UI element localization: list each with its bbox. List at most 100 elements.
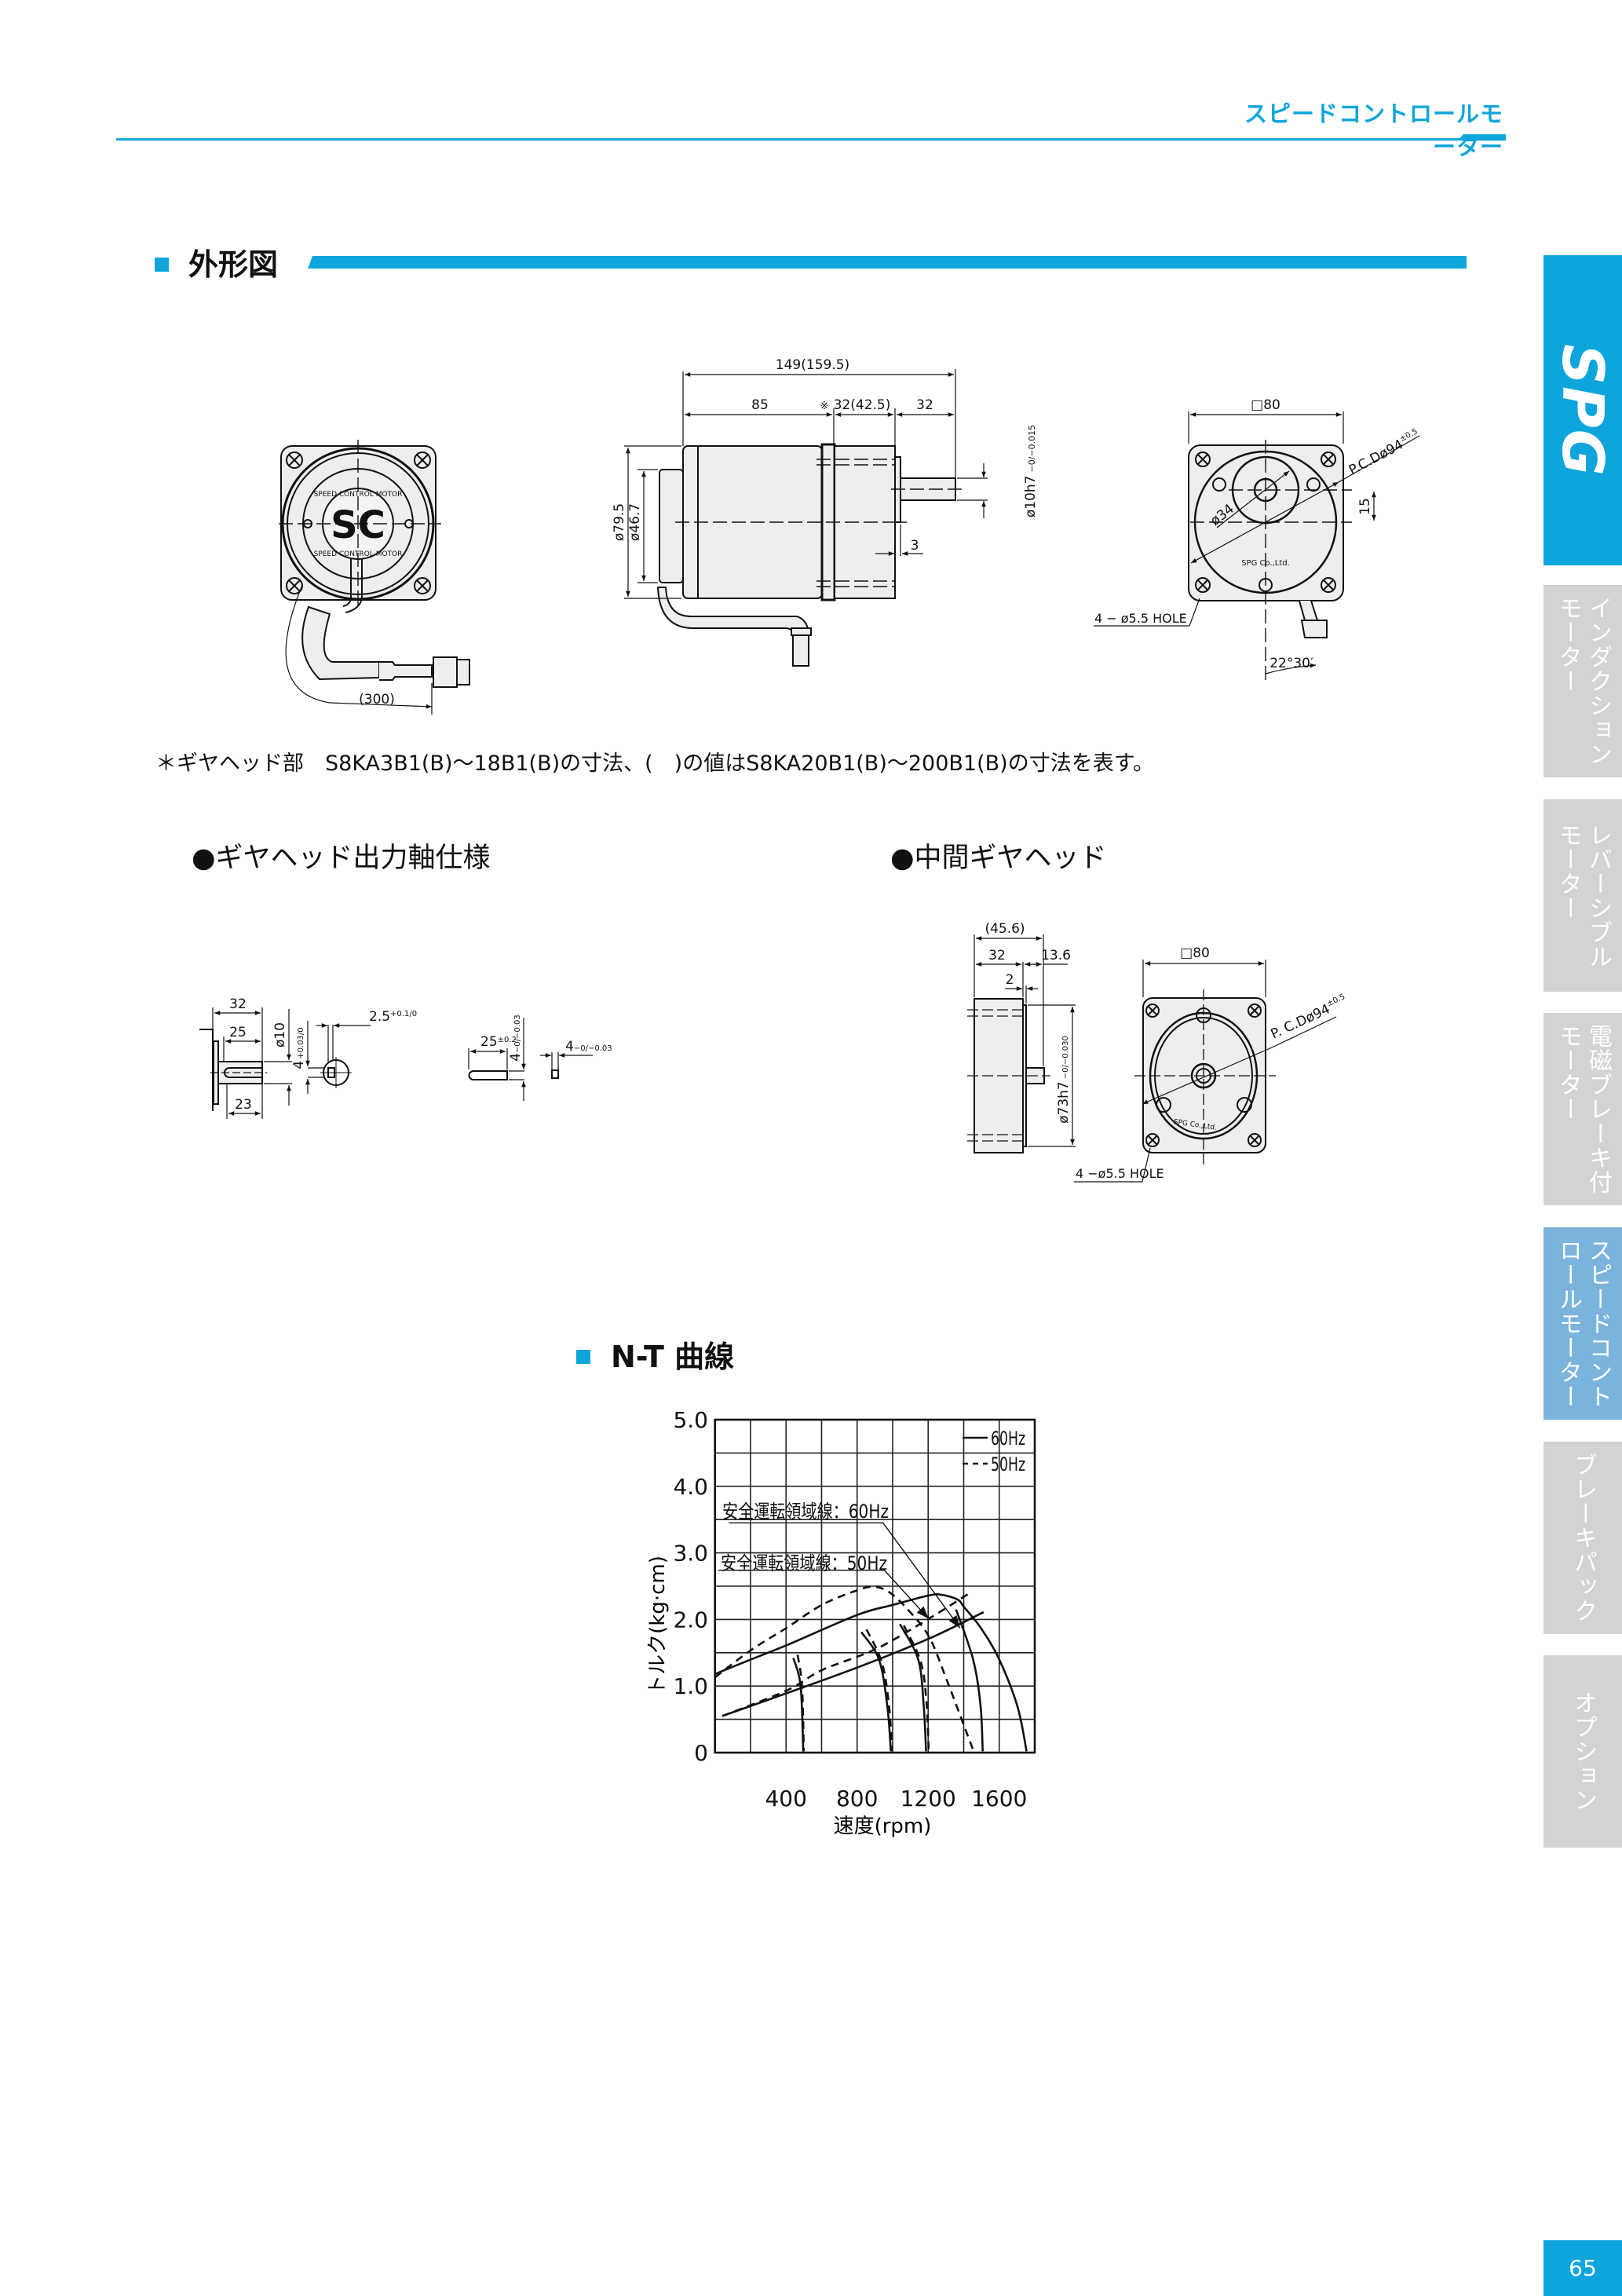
section-title-nt-curve: N-T 曲線 [611, 1340, 735, 1374]
dim-square: □80 [1251, 397, 1280, 413]
dim-step: 3 [911, 538, 919, 554]
section-bar [308, 256, 1467, 269]
holes-label: 4 − ø5.5 HOLE [1094, 611, 1187, 626]
dim-slot: 4+0.03/0 [291, 1027, 307, 1069]
dimension-note: ＊ギヤヘッド部 S8KA3B1(B)～18B1(B)の寸法、( )の値はS8KA… [155, 751, 1154, 776]
dim-ig-flange: 2 [1006, 972, 1014, 988]
dim-shaft-dia: ø10 [272, 1022, 288, 1047]
y-tick-label: 3.0 [673, 1541, 708, 1567]
key-length-tolerance: ±0.2 [498, 1036, 517, 1044]
series-line-60hz [792, 1658, 805, 1752]
page-number: 65 [1543, 2240, 1622, 2296]
dim-key-width: 4−0/−0.03 [565, 1039, 612, 1055]
series-line-50hz [714, 1585, 975, 1752]
series-line-50hz [796, 1654, 806, 1752]
plot-frame [714, 1418, 1036, 1754]
side-tab-induction-motor[interactable]: インダクション モーター [1543, 585, 1622, 777]
brand-label: SPG Co.,Ltd. [1241, 559, 1290, 568]
shaft-dia-value: ø10h7 [1023, 476, 1039, 518]
dim-shaft-total: 32 [229, 996, 247, 1012]
y-axis-label: トルク(kg·cm) [646, 1556, 670, 1695]
dim-overall: 149(159.5) [776, 357, 849, 373]
pcd-value: P.C.Dø94 [1346, 437, 1406, 478]
depth-value: 2.5 [369, 1009, 390, 1025]
section-title-intermediate-gearhead: ●中間ギヤヘッド [890, 843, 1107, 874]
dim-key-height: 4−0/−0.03 [508, 1015, 524, 1062]
ig-holes-label: 4 −ø5.5 HOLE [1076, 1166, 1164, 1181]
output-shaft-drawing [199, 1007, 371, 1119]
side-tab-label: 電磁ブレーキ付 モーター [1554, 1024, 1612, 1194]
series-line-60hz [860, 1631, 893, 1752]
dim-shaft-dia: ø10h7 −0/−0.015 [1023, 425, 1039, 517]
series-line-60hz [721, 1610, 985, 1717]
dim-shaft: 32 [916, 397, 933, 413]
x-tick-label: 1600 [971, 1786, 1027, 1812]
pilot-tolerance: −0/−0.030 [1061, 1036, 1070, 1079]
y-tick-label: 5.0 [673, 1407, 708, 1433]
side-tab-options[interactable]: オプション [1543, 1655, 1622, 1848]
key-height-tolerance: −0/−0.03 [513, 1015, 522, 1053]
side-tab-label: ブレーキパック [1569, 1453, 1597, 1623]
intermediate-gearhead-side-view [967, 934, 1076, 1153]
section-marker [576, 1350, 590, 1364]
annotation-arrowhead [916, 1606, 929, 1619]
dim-key-length: 25±0.2 [480, 1034, 517, 1050]
depth-tolerance: +0.1/0 [390, 1010, 417, 1018]
dim-offset: 15 [1357, 498, 1373, 515]
section-title-shaft-spec: ●ギヤヘッド出力軸仕様 [192, 843, 491, 874]
motor-back-view [279, 440, 470, 715]
header-rule-tab [1457, 134, 1506, 141]
key-drawing [468, 1018, 593, 1101]
side-tab-brake-motor[interactable]: 電磁ブレーキ付 モーター [1543, 1013, 1622, 1205]
dim-gearhead: 32(42.5) [834, 397, 891, 413]
x-tick-label: 400 [765, 1786, 806, 1812]
dim-ig-boss: 13.6 [1041, 948, 1071, 963]
sc-logo: SC [331, 503, 385, 547]
side-tab-spg[interactable]: SPG [1543, 255, 1622, 565]
dim-ig-pilot: ø73h7 −0/−0.030 [1056, 1036, 1072, 1124]
x-tick-label: 800 [836, 1786, 878, 1812]
dim-pcd: P.C.Dø94±0.5 [1346, 427, 1423, 478]
dim-ig-square: □80 [1180, 945, 1210, 961]
ring-text-bottom: SPEED CONTROL MOTOR [314, 550, 403, 558]
side-tab-speed-control-motor[interactable]: スピードコント ロールモーター [1543, 1227, 1622, 1420]
series-line-60hz [899, 1623, 927, 1752]
cable-angle-label: 22°30′ [1269, 656, 1313, 671]
annotation-label: 安全運転領域線：60Hz [722, 1501, 889, 1523]
annotation-leader [729, 1522, 961, 1629]
intermediate-gearhead-front-view [1074, 960, 1337, 1183]
x-tick-label: 1200 [901, 1786, 956, 1812]
side-tab-reversible-motor[interactable]: レバーシブル モーター [1543, 799, 1622, 992]
x-axis-label: 速度(rpm) [834, 1815, 932, 1838]
series-line-50hz [865, 1629, 893, 1752]
dim-slot-depth: 2.5+0.1/0 [369, 1009, 417, 1025]
annotation-label: 安全運転領域線：50Hz [721, 1552, 887, 1574]
annotation-leader [718, 1569, 930, 1620]
dim-motor: 85 [751, 397, 769, 413]
motor-side-view [624, 369, 988, 667]
y-tick-label: 2.0 [673, 1607, 708, 1632]
key-length-value: 25 [480, 1034, 498, 1050]
side-tab-brake-pack[interactable]: ブレーキパック [1543, 1442, 1622, 1634]
pilot-dia-value: ø73h7 [1056, 1081, 1072, 1124]
ig-pcd-value: P. C.Dø94 [1269, 1001, 1333, 1042]
legend-label-60hz: 60Hz [991, 1428, 1025, 1450]
slot-value: 4 [291, 1061, 307, 1069]
annotation-arrowhead [948, 1614, 960, 1629]
cable-length-label: (300) [359, 692, 395, 707]
section-marker [155, 258, 169, 272]
side-tab-label: インダクション モーター [1554, 596, 1612, 766]
key-width-tolerance: −0/−0.03 [574, 1044, 612, 1053]
dim-shaft-key-length: 25 [229, 1025, 247, 1040]
ig-pcd-tolerance: ±0.5 [1325, 993, 1346, 1008]
dim-shaft-23: 23 [235, 1097, 252, 1113]
key-height-value: 4 [508, 1053, 524, 1062]
motor-front-view [1094, 411, 1420, 683]
key-width-value: 4 [565, 1039, 574, 1055]
y-tick-label: 4.0 [673, 1474, 708, 1500]
shaft-dia-tolerance: −0/−0.015 [1027, 425, 1037, 473]
series-line-50hz [903, 1625, 930, 1752]
dim-ig-body: 32 [988, 948, 1006, 963]
